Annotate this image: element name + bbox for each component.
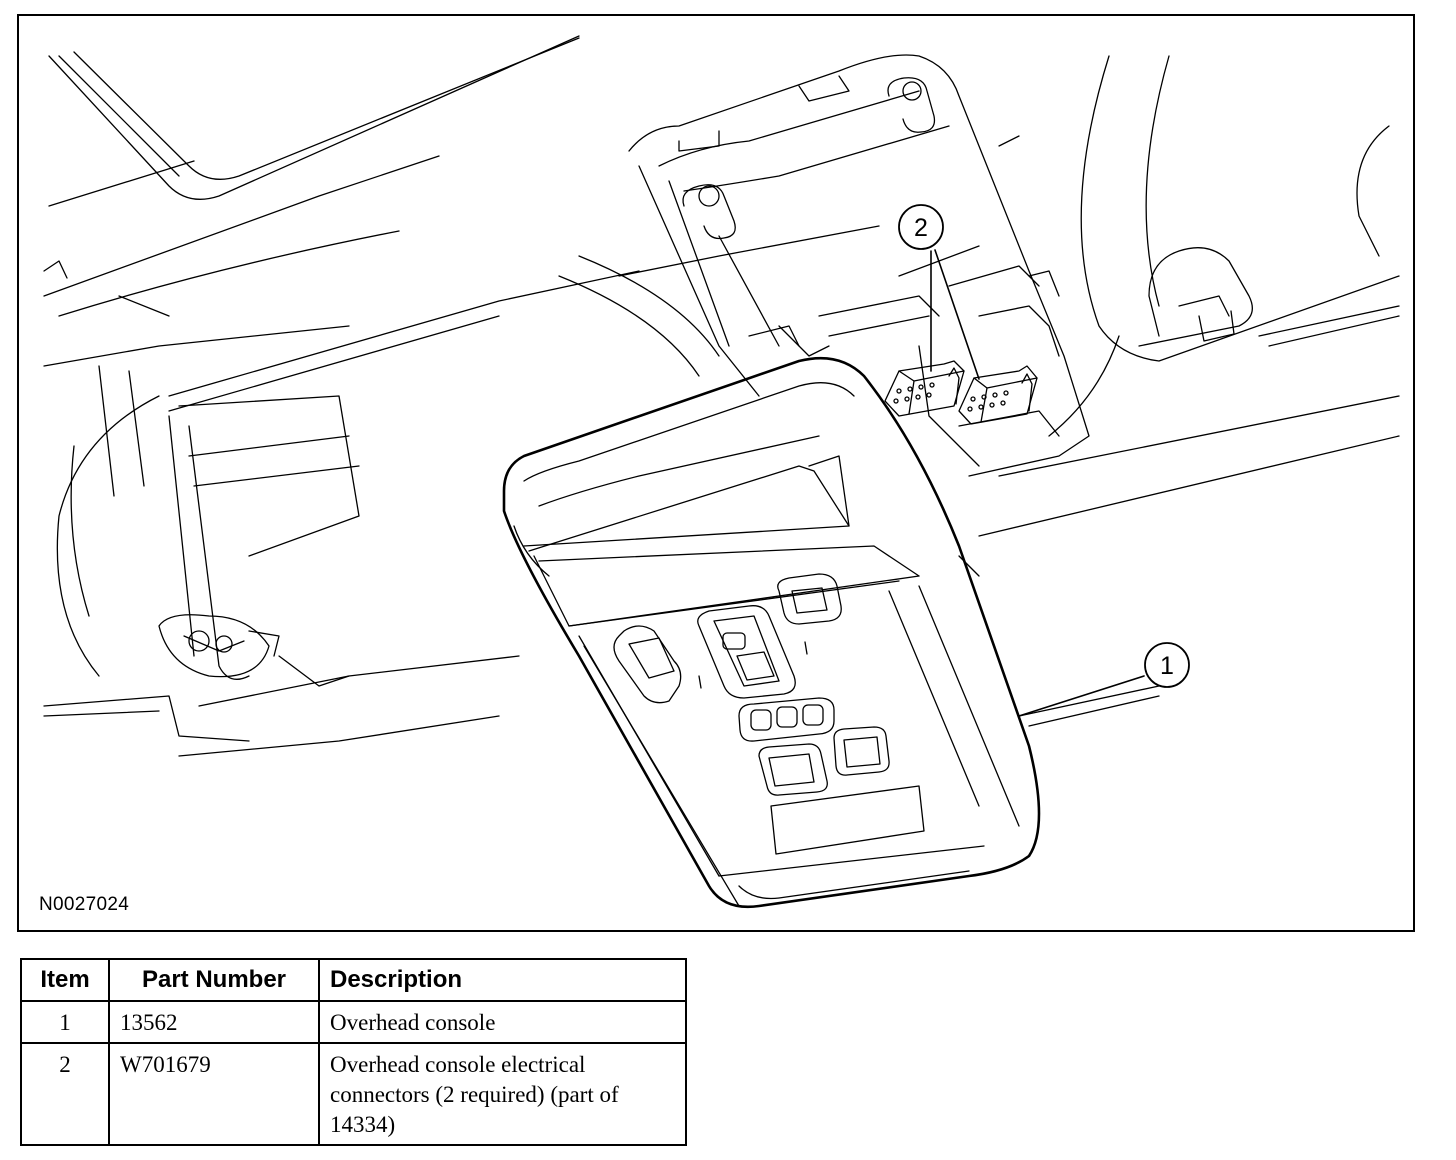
parts-table: Item Part Number Description 1 13562 Ove… — [20, 958, 687, 1146]
parts-table-header-row: Item Part Number Description — [20, 958, 687, 1002]
electrical-connector-a — [884, 360, 965, 417]
header-item: Item — [20, 958, 110, 1002]
table-row: 1 13562 Overhead console — [20, 1000, 687, 1044]
overhead-console-illustration: 1 2 — [43, 35, 1400, 909]
overhead-console — [502, 356, 1041, 909]
figure-id-label: N0027024 — [39, 894, 130, 915]
header-description: Description — [318, 958, 687, 1002]
callout-2-label: 2 — [914, 214, 928, 242]
row-item: 2 — [20, 1042, 110, 1146]
electrical-connector-b — [958, 365, 1038, 425]
row-item: 1 — [20, 1000, 110, 1044]
row-part-number: 13562 — [108, 1000, 320, 1044]
roof-structure — [43, 35, 1400, 757]
row-description: Overhead console electrical connectors (… — [318, 1042, 687, 1146]
console-mounting-bracket — [628, 54, 1090, 477]
row-description: Overhead console — [318, 1000, 687, 1044]
illustration-frame: 1 2 N0027024 — [17, 14, 1415, 932]
callout-2: 2 — [898, 204, 944, 250]
table-row: 2 W701679 Overhead console electrical co… — [20, 1042, 687, 1146]
leader-lines — [930, 249, 1145, 717]
row-part-number: W701679 — [108, 1042, 320, 1146]
header-part-number: Part Number — [108, 958, 320, 1002]
callout-1: 1 — [1144, 642, 1190, 688]
callout-1-label: 1 — [1160, 652, 1174, 680]
